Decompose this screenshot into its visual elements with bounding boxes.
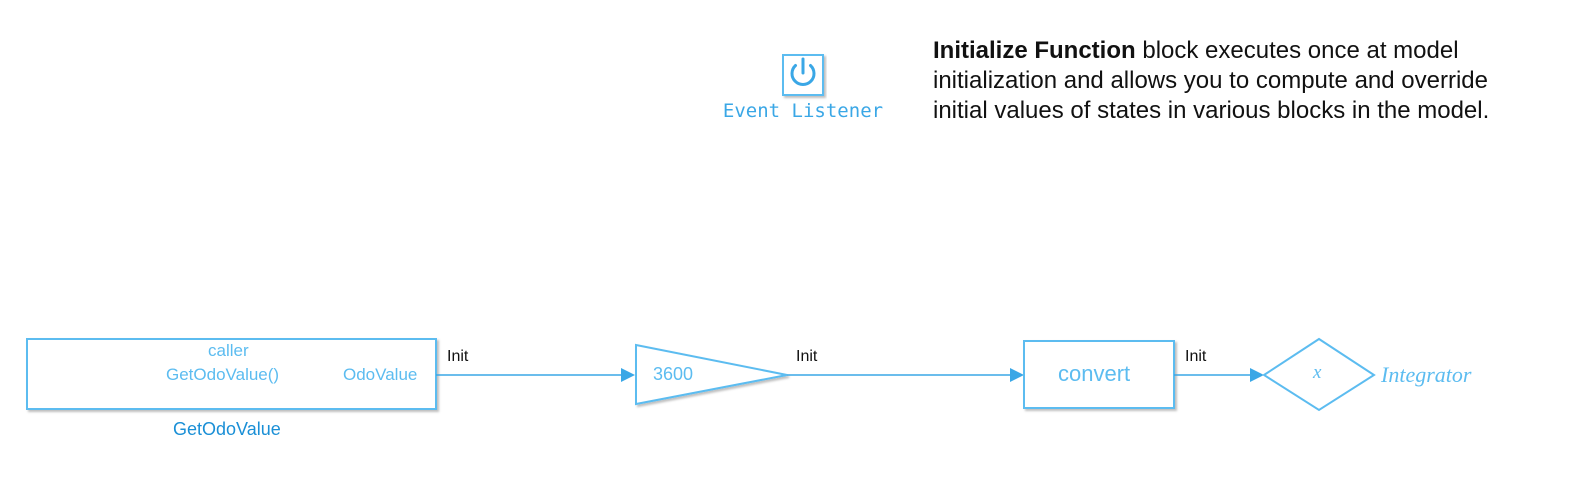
signal-line-1[interactable] (436, 368, 635, 382)
gain-value: 3600 (653, 364, 694, 384)
description-text: block executes once at model initializat… (933, 37, 1490, 124)
signal-line-3[interactable] (1174, 368, 1264, 382)
caller-block-name: GetOdoValue (173, 419, 281, 439)
signal-label-2: Init (796, 348, 818, 365)
caller-function: GetOdoValue() (166, 365, 280, 384)
caller-output-port: OdoValue (343, 365, 418, 384)
power-icon[interactable] (782, 54, 824, 96)
signal-line-2[interactable] (787, 368, 1024, 382)
integrator-block[interactable] (1262, 337, 1376, 412)
signal-label-3: Init (1185, 348, 1207, 365)
description-annotation: Initialize Function block executes once … (933, 36, 1533, 126)
gain-block[interactable] (635, 343, 788, 406)
description-bold: Initialize Function (933, 37, 1136, 64)
caller-label: caller (208, 341, 249, 360)
caller-block[interactable] (26, 338, 437, 410)
event-listener-label: Event Listener (722, 100, 884, 122)
integrator-name: Integrator (1381, 362, 1472, 387)
signal-label-1: Init (447, 348, 469, 365)
integrator-symbol: x (1313, 362, 1322, 383)
convert-label: convert (1058, 361, 1131, 386)
